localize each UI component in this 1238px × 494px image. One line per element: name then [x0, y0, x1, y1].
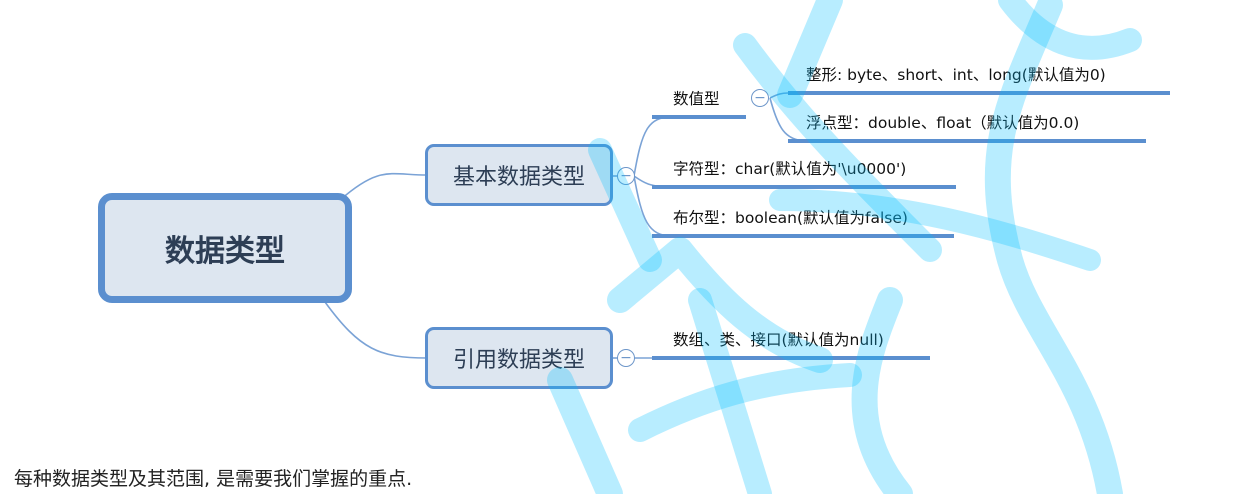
boolean-type-label: 布尔型：boolean(默认值为false) — [673, 209, 908, 227]
collapse-glyph: − — [620, 168, 632, 184]
reference-items-label: 数组、类、接口(默认值为null) — [673, 331, 884, 349]
root-node-label: 数据类型 — [165, 234, 285, 269]
numeric-type-label: 数值型 — [673, 90, 720, 108]
collapse-glyph: − — [754, 90, 766, 106]
connector-basic-numeric — [633, 116, 673, 177]
connector-root-basic — [339, 172, 428, 201]
root-node[interactable]: 数据类型 — [98, 193, 352, 303]
reference-types-node[interactable]: 引用数据类型 — [425, 327, 613, 389]
char-type-label: 字符型：char(默认值为'\u0000') — [673, 160, 907, 178]
connector-numeric-integer — [769, 92, 789, 99]
collapse-numeric-icon[interactable]: − — [751, 89, 769, 107]
boolean-type-node[interactable]: 布尔型：boolean(默认值为false) — [673, 206, 908, 228]
numeric-type-node[interactable]: 数值型 — [673, 87, 720, 109]
reference-types-label: 引用数据类型 — [452, 348, 585, 373]
basic-types-label: 基本数据类型 — [452, 165, 585, 190]
integer-type-label: 整形: byte、short、int、long(默认值为0) — [806, 66, 1106, 84]
connector-numeric-float — [769, 97, 806, 142]
reference-items-node[interactable]: 数组、类、接口(默认值为null) — [673, 328, 884, 350]
basic-types-node[interactable]: 基本数据类型 — [425, 144, 613, 206]
collapse-glyph: − — [620, 350, 632, 366]
float-type-label: 浮点型：double、float（默认值为0.0) — [806, 114, 1080, 132]
float-type-node[interactable]: 浮点型：double、float（默认值为0.0) — [806, 111, 1079, 133]
collapse-basic-icon[interactable]: − — [617, 167, 635, 185]
char-type-node[interactable]: 字符型：char(默认值为'\u0000') — [673, 157, 906, 179]
connector-root-ref — [324, 301, 428, 359]
collapse-reference-icon[interactable]: − — [617, 349, 635, 367]
footer-note: 每种数据类型及其范围, 是需要我们掌握的重点. — [14, 468, 413, 490]
integer-type-node[interactable]: 整形: byte、short、int、long(默认值为0) — [806, 63, 1106, 85]
